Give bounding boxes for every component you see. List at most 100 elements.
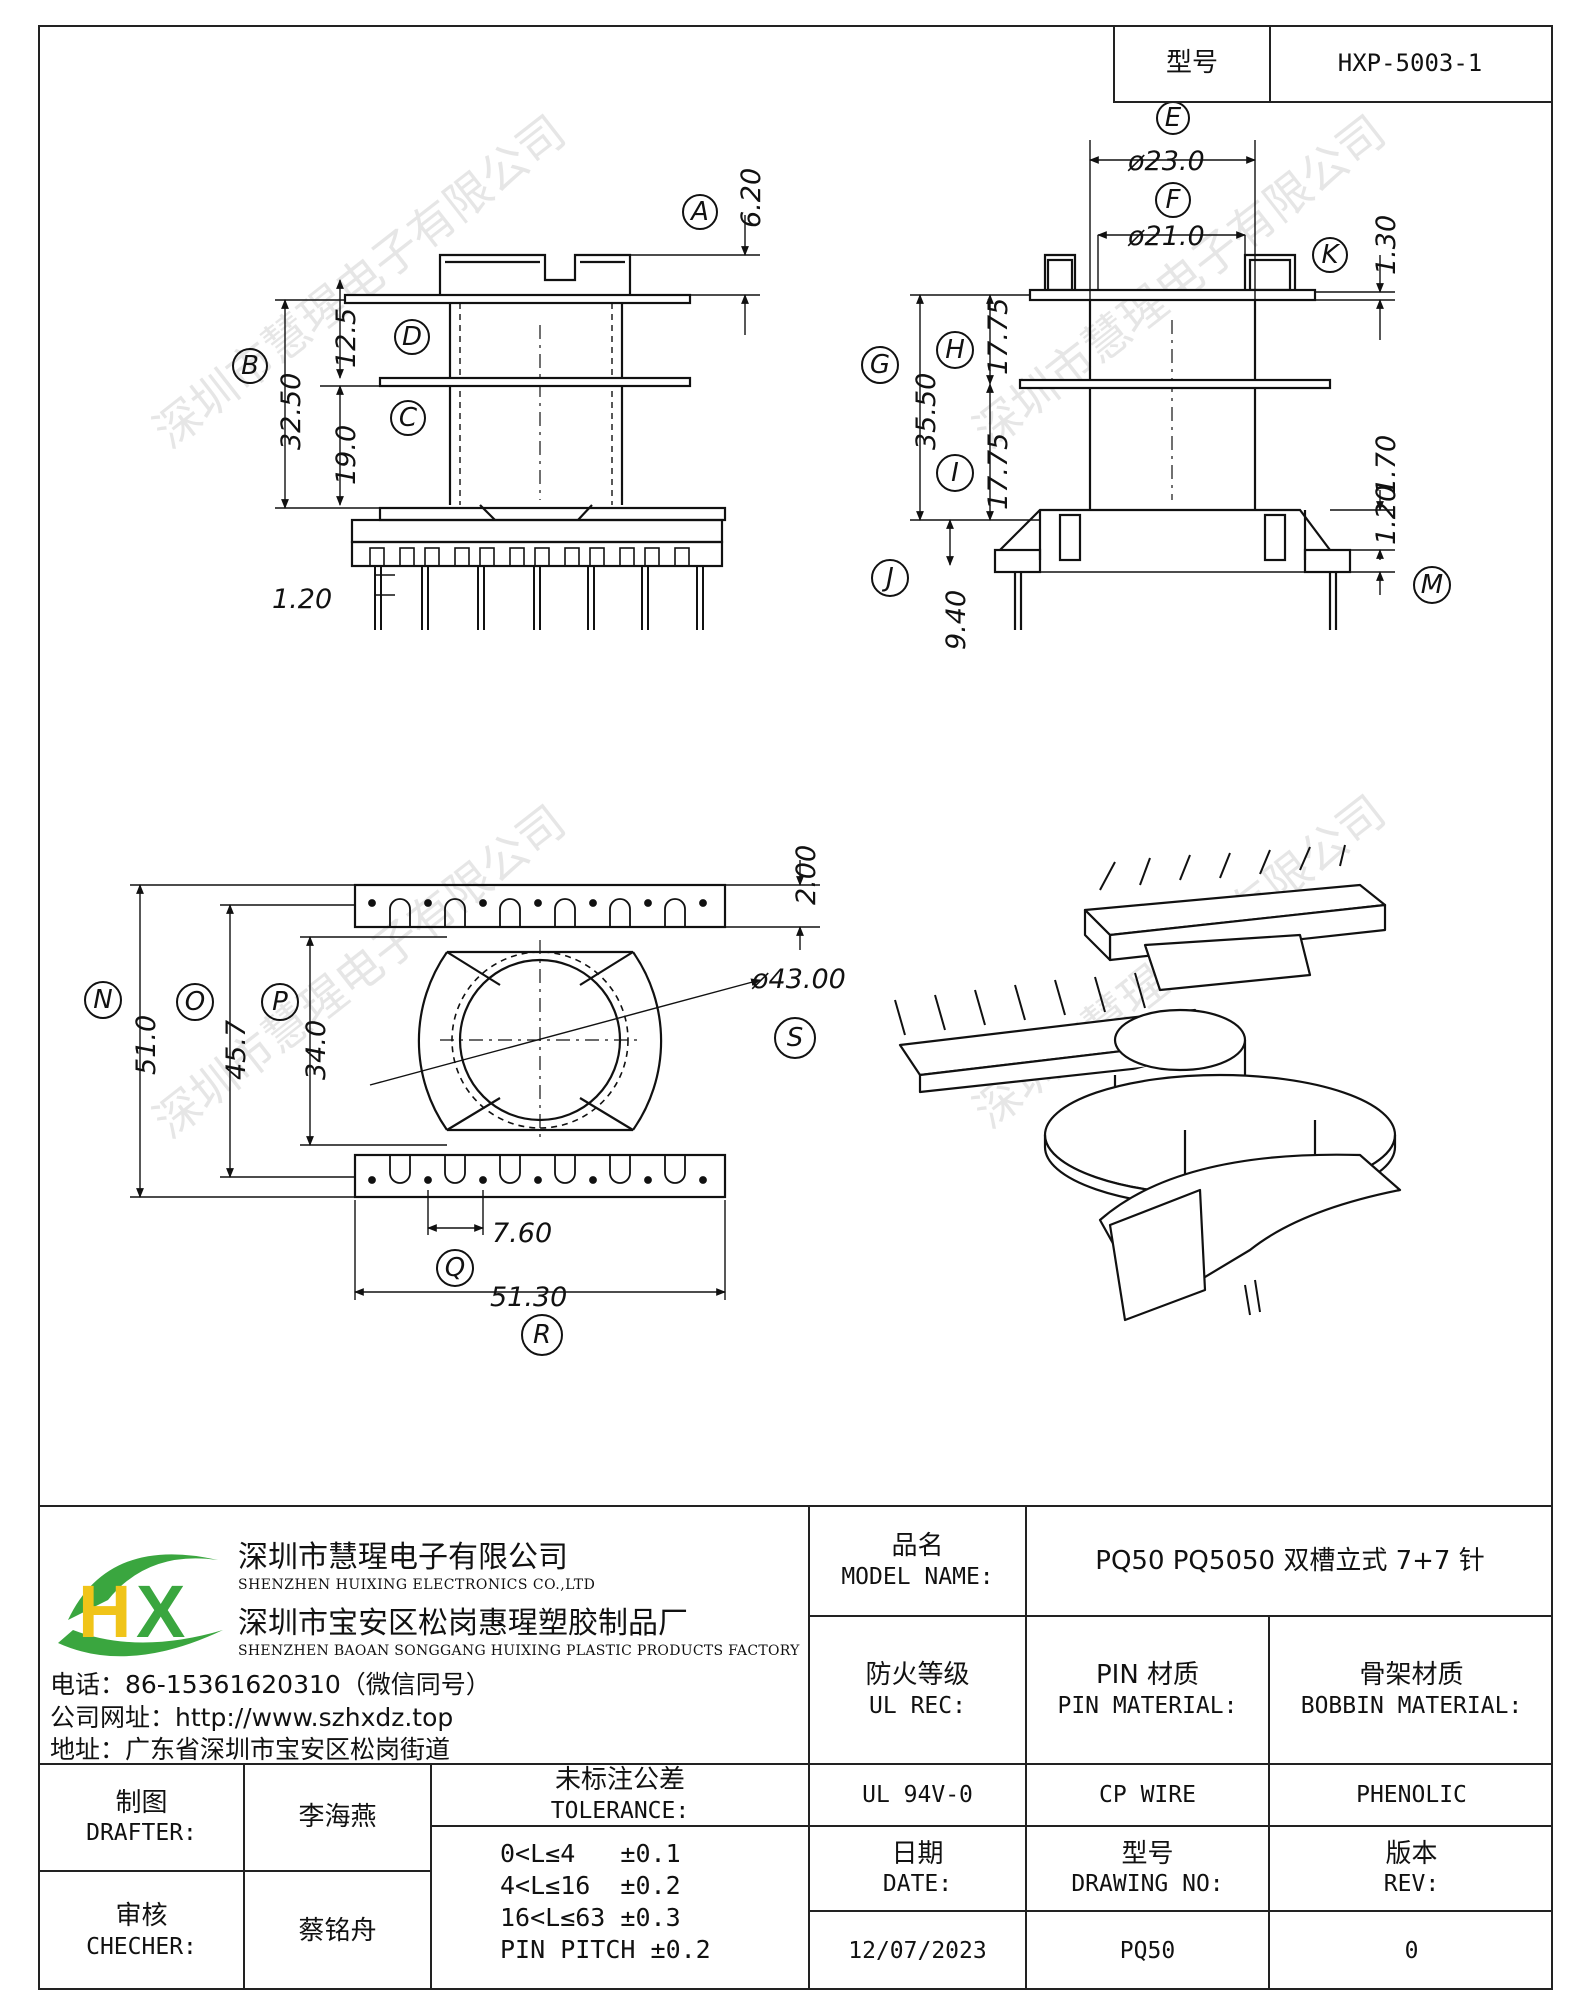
pin-material-value: CP WIRE bbox=[1099, 1781, 1196, 1808]
label-r: R bbox=[533, 1320, 551, 1350]
rev-value: 0 bbox=[1404, 1937, 1419, 1964]
pin-en: PIN MATERIAL: bbox=[1057, 1692, 1238, 1719]
bobbin-en: BOBBIN MATERIAL: bbox=[1300, 1692, 1523, 1719]
ul-en: UL REC: bbox=[869, 1692, 966, 1719]
dim-9-40: 9.40 bbox=[941, 590, 972, 650]
pin-cn: PIN 材质 bbox=[1095, 1660, 1200, 1691]
tolerance-line: PIN PITCH ±0.2 bbox=[500, 1935, 711, 1964]
company-website: 公司网址：http://www.szhxdz.top bbox=[50, 1703, 454, 1732]
bottom-view-labels: 2.00 N 51.0 O 45.7 P 34.0 ø43.00 S 7.60 … bbox=[84, 845, 846, 1356]
model-name-en: MODEL NAME: bbox=[841, 1563, 994, 1590]
dim-19-0: 19.0 bbox=[331, 425, 362, 485]
company-name-cn: 深圳市慧瑆电子有限公司 bbox=[238, 1540, 568, 1575]
label-d: D bbox=[402, 322, 422, 352]
factory-name-en: SHENZHEN BAOAN SONGGANG HUIXING PLASTIC … bbox=[238, 1643, 800, 1659]
ul-cn: 防火等级 bbox=[865, 1660, 970, 1691]
dim-7-60: 7.60 bbox=[492, 1218, 552, 1249]
drafter-header: 制图 DRAFTER: bbox=[40, 1765, 243, 1870]
tolerance-list: 0<L≤4 ±0.1 4<L≤16 ±0.2 16<L≤63 ±0.3 PIN … bbox=[500, 1838, 711, 1966]
dim-45-7: 45.7 bbox=[221, 1020, 252, 1080]
tolerance-line: 16<L≤63 ±0.3 bbox=[500, 1903, 681, 1932]
label-b: B bbox=[241, 351, 259, 381]
dim-17-75-bot: 17.75 bbox=[983, 433, 1014, 510]
tolerance-header: 未标注公差 TOLERANCE: bbox=[432, 1765, 808, 1825]
dim-23-0: ø23.0 bbox=[1127, 146, 1205, 177]
tolerance-line: 0<L≤4 ±0.1 bbox=[500, 1839, 681, 1868]
rev-en: REV: bbox=[1383, 1871, 1440, 1898]
rev-cn: 版本 bbox=[1385, 1838, 1438, 1869]
front-view-labels: A 6.20 B 32.50 12.5 19.0 D C 1.20 bbox=[232, 168, 767, 615]
drafter-en: DRAFTER: bbox=[86, 1820, 197, 1847]
side-view bbox=[910, 140, 1395, 630]
dim-34-0: 34.0 bbox=[301, 1020, 332, 1080]
date-header: 日期 DATE: bbox=[810, 1827, 1025, 1910]
drawing-frame bbox=[38, 25, 1553, 1990]
label-g: G bbox=[870, 350, 890, 380]
label-p: P bbox=[272, 987, 288, 1017]
label-c: C bbox=[399, 403, 418, 433]
label-a: A bbox=[689, 197, 709, 227]
label-k: K bbox=[1321, 240, 1340, 270]
company-phone: 电话：86-15361620310（微信同号） bbox=[50, 1670, 491, 1699]
label-i: I bbox=[951, 458, 959, 488]
dim-1-30: 1.30 bbox=[1371, 215, 1402, 275]
model-name-value: PQ50 PQ5050 双槽立式 7+7 针 bbox=[1095, 1545, 1485, 1576]
bobbin-material-value: PHENOLIC bbox=[1356, 1781, 1467, 1808]
dim-2-00: 2.00 bbox=[791, 845, 822, 905]
rev-header: 版本 REV: bbox=[1270, 1827, 1553, 1910]
drawing-cn: 型号 bbox=[1121, 1838, 1174, 1869]
label-n: N bbox=[93, 985, 112, 1015]
ul-value: UL 94V-0 bbox=[862, 1781, 973, 1808]
drafter-name: 李海燕 bbox=[298, 1802, 377, 1833]
dim-51-30: 51.30 bbox=[490, 1282, 567, 1313]
drafter-cn: 制图 bbox=[115, 1787, 168, 1818]
bobbin-cn: 骨架材质 bbox=[1359, 1660, 1464, 1691]
model-name-cn: 品名 bbox=[891, 1531, 944, 1562]
bottom-view bbox=[130, 860, 820, 1300]
model-name-header: 品名 MODEL NAME: bbox=[810, 1507, 1025, 1615]
dim-1-70: 1.70 bbox=[1371, 435, 1402, 495]
label-h: H bbox=[945, 335, 965, 365]
label-f: F bbox=[1166, 185, 1182, 215]
date-cn: 日期 bbox=[891, 1838, 944, 1869]
label-q: Q bbox=[445, 1253, 465, 1283]
dim-12-5: 12.5 bbox=[331, 308, 362, 368]
date-en: DATE: bbox=[882, 1871, 953, 1898]
isometric-view bbox=[894, 844, 1402, 1322]
drawing-no-value: PQ50 bbox=[1119, 1937, 1176, 1964]
logo-letter-x: X bbox=[136, 1570, 185, 1653]
model-box-label: 型号 bbox=[1113, 25, 1271, 103]
dim-6-20: 6.20 bbox=[736, 168, 767, 228]
date-value: 12/07/2023 bbox=[848, 1937, 987, 1964]
engineering-drawing: 深圳市慧瑆电子有限公司 深圳市慧瑆电子有限公司 深圳市慧瑆电子有限公司 深圳市慧… bbox=[84, 101, 1451, 1356]
label-m: M bbox=[1421, 570, 1443, 600]
checker-en: CHECHER: bbox=[86, 1933, 197, 1960]
label-e: E bbox=[1165, 103, 1182, 133]
factory-name-cn: 深圳市宝安区松岗惠瑆塑胶制品厂 bbox=[238, 1606, 688, 1641]
model-box-value: HXP-5003-1 bbox=[1269, 25, 1553, 103]
dim-21-0: ø21.0 bbox=[1127, 221, 1205, 252]
label-o: O bbox=[185, 987, 205, 1017]
pin-material-header: PIN 材质 PIN MATERIAL: bbox=[1027, 1617, 1268, 1763]
logo-letter-h: H bbox=[78, 1570, 131, 1653]
tolerance-line: 4<L≤16 ±0.2 bbox=[500, 1871, 681, 1900]
front-view bbox=[275, 215, 760, 630]
checker-name: 蔡铭舟 bbox=[298, 1915, 377, 1946]
tolerance-cn: 未标注公差 bbox=[554, 1765, 685, 1796]
side-view-labels: E ø23.0 F ø21.0 K 1.30 G H I 35.50 17.75… bbox=[861, 101, 1451, 650]
dim-43-00: ø43.00 bbox=[751, 964, 846, 995]
tolerance-en: TOLERANCE: bbox=[550, 1797, 690, 1824]
checker-header: 审核 CHECHER: bbox=[40, 1872, 243, 1990]
company-address: 地址：广东省深圳市宝安区松岗街道 bbox=[50, 1735, 451, 1764]
dim-1-20-left: 1.20 bbox=[272, 584, 332, 615]
drawing-en: DRAWING NO: bbox=[1071, 1871, 1224, 1898]
ul-header: 防火等级 UL REC: bbox=[810, 1617, 1025, 1763]
dim-35-50: 35.50 bbox=[911, 373, 942, 450]
checker-cn: 审核 bbox=[115, 1901, 168, 1932]
drawing-no-header: 型号 DRAWING NO: bbox=[1027, 1827, 1268, 1910]
company-logo: H X bbox=[58, 1554, 223, 1657]
dim-32-50: 32.50 bbox=[276, 373, 307, 450]
dim-51-0: 51.0 bbox=[131, 1015, 162, 1075]
bobbin-material-header: 骨架材质 BOBBIN MATERIAL: bbox=[1270, 1617, 1553, 1763]
label-s: S bbox=[787, 1023, 804, 1053]
